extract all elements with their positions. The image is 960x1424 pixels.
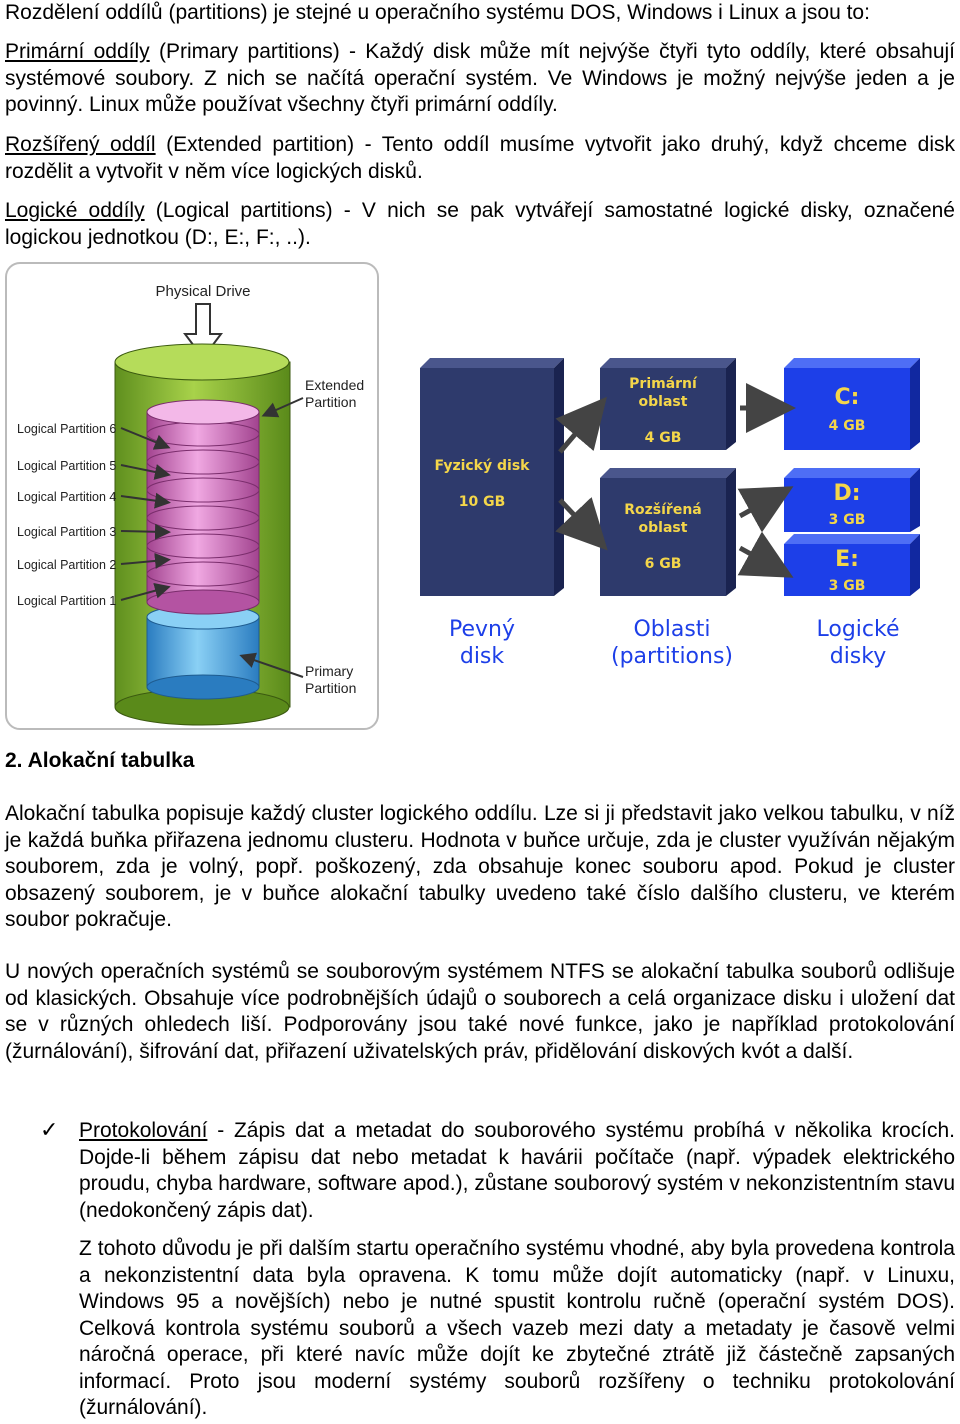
primary-term: Primární oddíly: [5, 40, 150, 63]
logical-partition-4-label: Logical Partition 4: [17, 490, 116, 504]
arrow-to-e: [737, 531, 794, 578]
logical-text: (Logical partitions) - V nich se pak vyt…: [5, 199, 955, 249]
drive-d-letter: D:: [833, 481, 860, 506]
arrow-to-d: [737, 486, 794, 533]
caption-logical-2: disky: [830, 644, 887, 669]
drive-c-size: 4 GB: [829, 418, 866, 434]
caption-hard-disk-1: Pevný: [449, 617, 515, 642]
caption-partitions-1: Oblasti: [633, 617, 710, 642]
primary-label-line1: Primary: [305, 663, 353, 679]
physical-drive-figure: Physical Drive Extended Partition Primar…: [5, 262, 379, 730]
primary-area-title-1: Primární: [629, 376, 698, 392]
logical-term: Logické oddíly: [5, 199, 145, 222]
physical-disk-size: 10 GB: [459, 494, 506, 510]
checkmark-icon: ✓: [40, 1117, 59, 1142]
physical-disk-block: Fyzický disk 10 GB: [420, 358, 564, 596]
primary-paragraph: Primární oddíly (Primary partitions) - K…: [5, 39, 955, 119]
extended-area-title-2: oblast: [639, 520, 688, 536]
ntfs-paragraph: U nových operačních systémů se souborový…: [5, 960, 955, 1063]
partition-scheme-figure: Fyzický disk 10 GB Primární oblast 4 GB …: [420, 358, 920, 669]
logical-partition-2-label: Logical Partition 2: [17, 558, 116, 572]
extended-label-line2: Partition: [305, 394, 356, 410]
logical-partition-3-label: Logical Partition 3: [17, 525, 116, 539]
logical-partition-1-label: Logical Partition 1: [17, 594, 116, 608]
primary-area-block: Primární oblast 4 GB: [600, 358, 736, 450]
journaling-bullet: Protokolování - Zápis dat a metadat do s…: [79, 1118, 955, 1224]
logical-disk-stack: [146, 399, 260, 615]
allocation-paragraph: Alokační tabulka popisuje každý cluster …: [5, 802, 955, 931]
final-paragraph: Z tohoto důvodu je při dalším startu ope…: [79, 1237, 955, 1419]
extended-term: Rozšířený oddíl: [5, 133, 156, 156]
extended-label-line1: Extended: [305, 377, 364, 393]
caption-hard-disk-2: disk: [460, 644, 505, 669]
intro-paragraph: Rozdělení oddílů (partitions) je stejné …: [5, 1, 870, 24]
primary-text: (Primary partitions) - Každý disk může m…: [5, 40, 955, 116]
extended-area-title-1: Rozšířená: [624, 502, 702, 518]
extended-area-size: 6 GB: [645, 556, 682, 572]
logical-partition-5-label: Logical Partition 5: [17, 459, 116, 473]
drive-d-size: 3 GB: [829, 512, 866, 528]
physical-disk-title: Fyzický disk: [435, 458, 531, 474]
caption-logical-1: Logické: [817, 617, 900, 642]
caption-partitions-2: (partitions): [611, 644, 733, 669]
logical-partition-6-label: Logical Partition 6: [17, 422, 116, 436]
arrow-to-extended: [555, 497, 608, 551]
extended-text: (Extended partition) - Tento oddíl musím…: [5, 133, 956, 183]
drive-c-block: C: 4 GB: [784, 358, 920, 450]
drive-e-block: E: 3 GB: [784, 534, 920, 596]
drive-e-letter: E:: [835, 547, 859, 572]
primary-area-title-2: oblast: [639, 394, 688, 410]
journaling-text: - Zápis dat a metadat do souborového sys…: [79, 1119, 955, 1222]
journaling-term: Protokolování: [79, 1119, 208, 1142]
logical-paragraph: Logické oddíly (Logical partitions) - V …: [5, 198, 955, 251]
section-2-heading: 2. Alokační tabulka: [5, 749, 195, 772]
drive-c-letter: C:: [835, 385, 860, 410]
extended-paragraph: Rozšířený oddíl (Extended partition) - T…: [5, 132, 955, 185]
drive-e-size: 3 GB: [829, 578, 866, 594]
extended-area-block: Rozšířená oblast 6 GB: [600, 468, 736, 596]
primary-area-size: 4 GB: [645, 430, 682, 446]
physical-drive-label: Physical Drive: [155, 283, 250, 300]
primary-pointer: [239, 652, 304, 678]
extended-pointer: [261, 397, 304, 418]
primary-label-line2: Partition: [305, 680, 356, 696]
arrow-to-primary: [555, 396, 607, 454]
drive-d-block: D: 3 GB: [784, 468, 920, 532]
